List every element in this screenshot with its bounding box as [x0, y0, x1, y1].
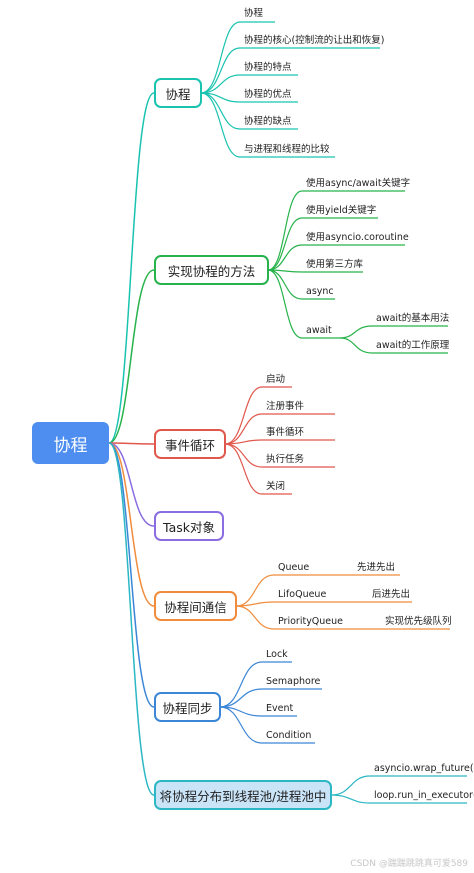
leaf-condition[interactable]: Condition [266, 730, 312, 741]
branch-node-synchronization[interactable]: 协程同步 [154, 692, 221, 722]
leaf-queue[interactable]: Queue [278, 562, 310, 573]
leaf-coroutine-features[interactable]: 协程的特点 [244, 62, 292, 73]
connector-root-b1 [108, 269, 155, 444]
watermark-text: CSDN @踹踹跳跳真可爱589 [350, 859, 468, 869]
leaf-await-working-principle[interactable]: await的工作原理 [376, 340, 450, 351]
connector-root-b0 [108, 92, 155, 444]
connectors-b1 [267, 190, 448, 354]
branch-node-implement-methods[interactable]: 实现协程的方法 [154, 255, 269, 285]
connector-root-b6 [108, 442, 155, 796]
leaf-loop-close[interactable]: 关闭 [266, 481, 286, 492]
branch-node-task-object[interactable]: Task对象 [154, 511, 224, 541]
leaf-semaphore[interactable]: Semaphore [266, 676, 321, 687]
leaf-coroutine-core[interactable]: 协程的核心(控制流的让出和恢复) [244, 35, 385, 46]
connectors-b0 [200, 21, 380, 158]
leaf-run-in-executor[interactable]: loop.run_in_executor() [374, 790, 474, 801]
leaf-queue-desc[interactable]: 先进先出 [357, 562, 396, 573]
leaf-coroutine-comparison[interactable]: 与进程和线程的比较 [244, 144, 330, 155]
leaf-await-basic-usage[interactable]: await的基本用法 [376, 313, 450, 324]
leaf-event[interactable]: Event [266, 703, 294, 714]
leaf-yield-keyword[interactable]: 使用yield关键字 [306, 205, 377, 216]
leaf-priorityqueue-desc[interactable]: 实现优先级队列 [385, 616, 452, 627]
leaf-lifoqueue-desc[interactable]: 后进先出 [372, 589, 411, 600]
connector-root-b5 [108, 442, 155, 708]
leaf-loop-start[interactable]: 启动 [266, 374, 286, 385]
leaf-coroutine-advantages[interactable]: 协程的优点 [244, 89, 292, 100]
leaf-wrap-future[interactable]: asyncio.wrap_future() [374, 763, 474, 774]
connectors-b4 [235, 574, 450, 630]
leaf-execute-task[interactable]: 执行任务 [266, 454, 305, 465]
branch-node-distribute-pool[interactable]: 将协程分布到线程池/进程池中 [154, 780, 332, 810]
leaf-coroutine-definition[interactable]: 协程 [244, 8, 264, 19]
root-node[interactable]: 协程 [32, 422, 109, 464]
leaf-priorityqueue[interactable]: PriorityQueue [278, 616, 344, 627]
leaf-event-loop[interactable]: 事件循环 [266, 427, 305, 438]
branch-node-coroutine[interactable]: 协程 [154, 78, 202, 108]
leaf-third-party-lib[interactable]: 使用第三方库 [306, 259, 364, 270]
leaf-lock[interactable]: Lock [266, 649, 288, 660]
connectors-b2 [224, 386, 335, 495]
leaf-async-await-keyword[interactable]: 使用async/await关键字 [306, 178, 411, 189]
leaf-async[interactable]: async [306, 286, 334, 297]
connector-root-b4 [108, 442, 155, 607]
connector-root-b3 [108, 442, 155, 527]
branch-node-communication[interactable]: 协程间通信 [154, 591, 237, 621]
leaf-lifoqueue[interactable]: LifoQueue [278, 589, 327, 600]
leaf-register-event[interactable]: 注册事件 [266, 401, 305, 412]
connectors-b6 [330, 775, 467, 804]
connectors-b5 [219, 661, 322, 744]
branch-node-event-loop[interactable]: 事件循环 [154, 429, 226, 459]
leaf-await[interactable]: await [306, 325, 332, 336]
connector-root-b2 [108, 442, 155, 445]
leaf-coroutine-disadvantages[interactable]: 协程的缺点 [244, 116, 292, 127]
leaf-asyncio-coroutine[interactable]: 使用asyncio.coroutine [306, 232, 409, 243]
